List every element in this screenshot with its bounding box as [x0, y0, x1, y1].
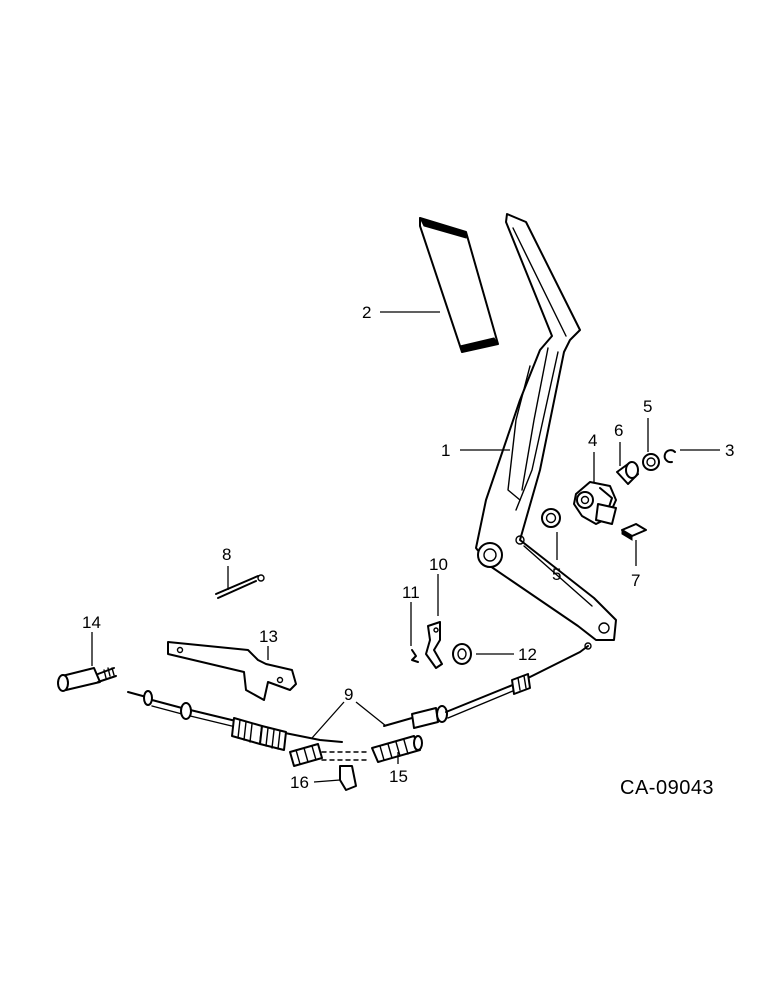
part-5-bushing-upper — [642, 453, 660, 471]
part-7-key — [621, 523, 647, 541]
part-9-cable — [127, 642, 592, 751]
callout-7: 7 — [631, 571, 640, 590]
part-14-handle — [57, 667, 117, 692]
drawing-code: CA-09043 — [620, 777, 714, 799]
part-1-pedal-arm — [475, 213, 617, 641]
part-3-snap-ring — [663, 449, 676, 464]
part-5-bushing-lower — [541, 508, 561, 528]
part-13-bracket — [167, 641, 297, 701]
callout-4: 4 — [588, 431, 597, 450]
callout-5-lower: 5 — [552, 565, 561, 584]
part-10-clip — [425, 621, 443, 669]
callout-15: 15 — [389, 767, 408, 786]
callout-5-upper: 5 — [643, 397, 652, 416]
part-16-spring — [289, 743, 371, 791]
callout-10: 10 — [429, 555, 448, 574]
callout-14: 14 — [82, 613, 101, 632]
part-8-cotter-pin — [215, 574, 265, 599]
callout-3: 3 — [725, 441, 734, 460]
callouts: 2 1 3 4 5 6 5 7 8 9 10 11 12 13 14 15 16 — [82, 303, 734, 792]
part-11-small-clip — [411, 649, 419, 663]
part-4-pivot-bracket — [573, 481, 617, 525]
callout-6: 6 — [614, 421, 623, 440]
callout-16: 16 — [290, 773, 309, 792]
part-6-sleeve — [616, 461, 639, 485]
callout-8: 8 — [222, 545, 231, 564]
callout-13: 13 — [259, 627, 278, 646]
callout-2: 2 — [362, 303, 371, 322]
leader-lines — [91, 311, 720, 783]
callout-9: 9 — [344, 685, 353, 704]
callout-11: 11 — [402, 583, 420, 602]
callout-1: 1 — [441, 441, 450, 460]
part-2-pedal-pad — [419, 217, 499, 353]
part-15-boot — [371, 735, 423, 763]
part-12-grommet — [452, 643, 472, 665]
callout-12: 12 — [518, 645, 537, 664]
